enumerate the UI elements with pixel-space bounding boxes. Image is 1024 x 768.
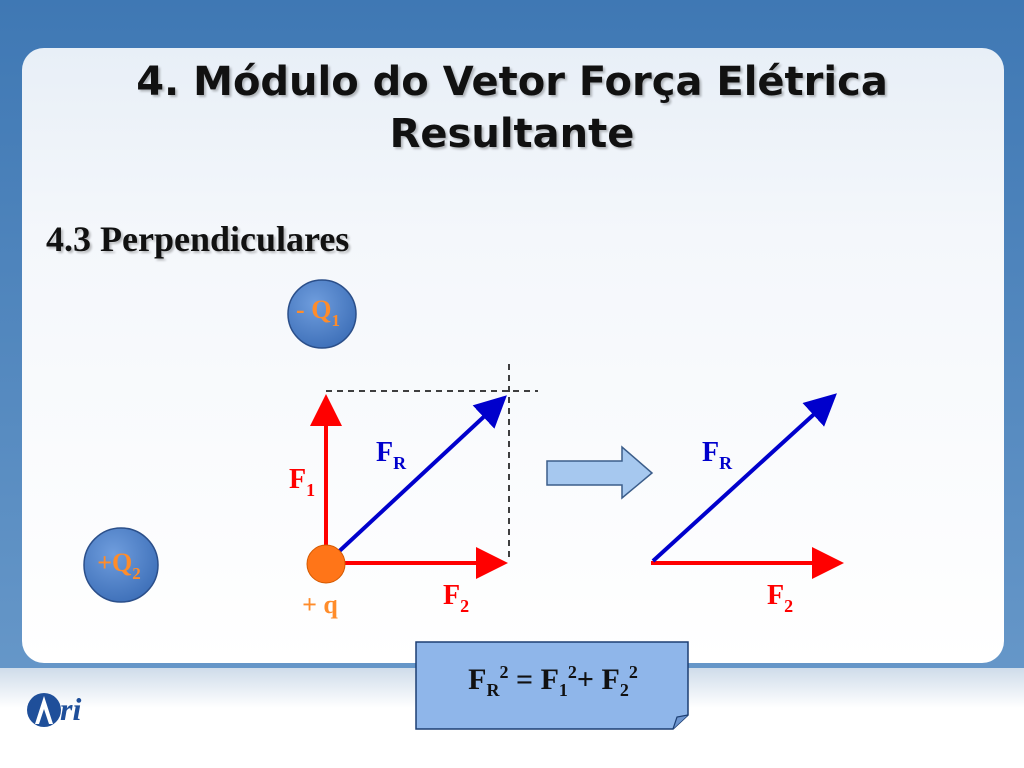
test-charge-label: + q [302, 590, 338, 619]
charge-q2-label: +Q [97, 548, 132, 577]
charge-q1: - Q1 [287, 279, 357, 349]
formula-fr-sub: R [486, 680, 500, 700]
label-f2-base: F [443, 580, 460, 611]
charge-q1-label: - Q [296, 295, 331, 324]
formula-fr-sup: 2 [499, 662, 509, 682]
svg-text:- Q1: - Q1 [296, 295, 340, 330]
label-f1: F1 [289, 464, 315, 500]
formula-f2-sub: 2 [619, 680, 629, 700]
vector-fr-right [651, 393, 837, 563]
formula-plus: + [576, 663, 595, 696]
label-f2-right: F2 [767, 580, 793, 616]
label-fr-right: FR [702, 437, 733, 473]
vector-fr [331, 395, 507, 559]
formula-equals: = [515, 663, 534, 696]
formula-f1-base: F [540, 663, 559, 696]
title-line-2: Resultante [389, 111, 635, 157]
svg-text:+Q2: +Q2 [97, 548, 141, 583]
label-fr-right-sub: R [719, 453, 733, 473]
label-f2-right-sub: 2 [784, 596, 793, 616]
test-charge [306, 544, 346, 584]
formula-box [415, 641, 689, 730]
ari-logo: ri [27, 691, 81, 727]
label-f2-right-base: F [767, 580, 784, 611]
charge-q2: +Q2 [83, 527, 159, 603]
charge-q2-sub: 2 [132, 564, 141, 583]
label-f1-sub: 1 [306, 480, 315, 500]
label-fr: FR [376, 437, 407, 473]
label-f1-base: F [289, 464, 306, 495]
right-arrow-icon [546, 445, 654, 500]
formula-f1-sup: 2 [567, 662, 577, 682]
label-fr-right-base: F [702, 437, 719, 468]
formula-f2-base: F [601, 663, 620, 696]
label-f2-sub: 2 [460, 596, 469, 616]
formula-fr-base: F [468, 663, 487, 696]
formula-text: FR2 = F12+ F22 [418, 662, 688, 701]
section-subtitle: 4.3 Perpendiculares [46, 219, 350, 259]
title-line-1: 4. Módulo do Vetor Força Elétrica [136, 59, 888, 105]
charge-q1-sub: 1 [331, 311, 340, 330]
label-fr-base: F [376, 437, 393, 468]
svg-text:ri: ri [60, 691, 81, 727]
slide-title: 4. Módulo do Vetor Força Elétrica Result… [0, 56, 1024, 160]
formula-f1-sub: 1 [558, 680, 568, 700]
label-fr-sub: R [393, 453, 407, 473]
formula-f2-sup: 2 [628, 662, 638, 682]
label-f2: F2 [443, 580, 469, 616]
